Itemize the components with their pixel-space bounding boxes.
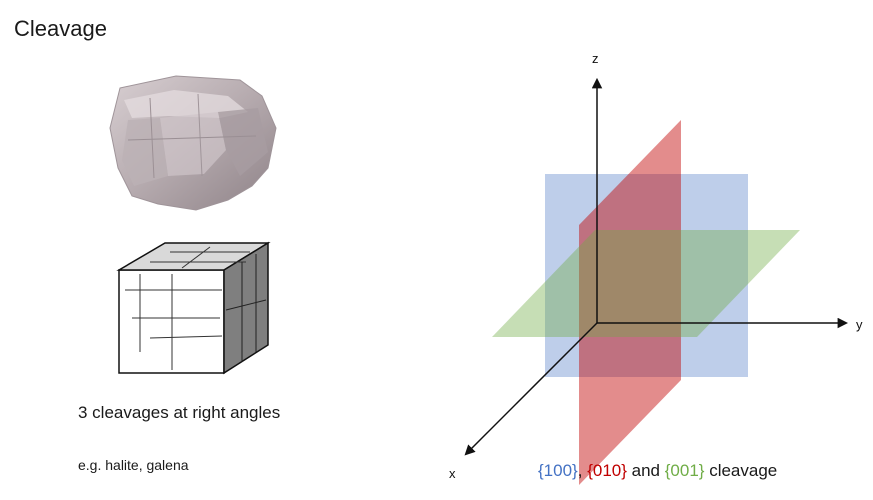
z-axis-label: z — [592, 51, 599, 66]
legend-001: {001} — [665, 461, 705, 480]
legend-sep-2: and — [627, 461, 665, 480]
x-axis — [466, 323, 597, 454]
legend-100: {100} — [538, 461, 578, 480]
plane-legend: {100}, {010} and {001} cleavage — [538, 461, 777, 481]
legend-suffix: cleavage — [704, 461, 777, 480]
plane-001 — [492, 230, 800, 337]
legend-sep-1: , — [578, 461, 587, 480]
legend-010: {010} — [587, 461, 627, 480]
y-axis-label: y — [856, 317, 863, 332]
x-axis-label: x — [449, 466, 456, 481]
